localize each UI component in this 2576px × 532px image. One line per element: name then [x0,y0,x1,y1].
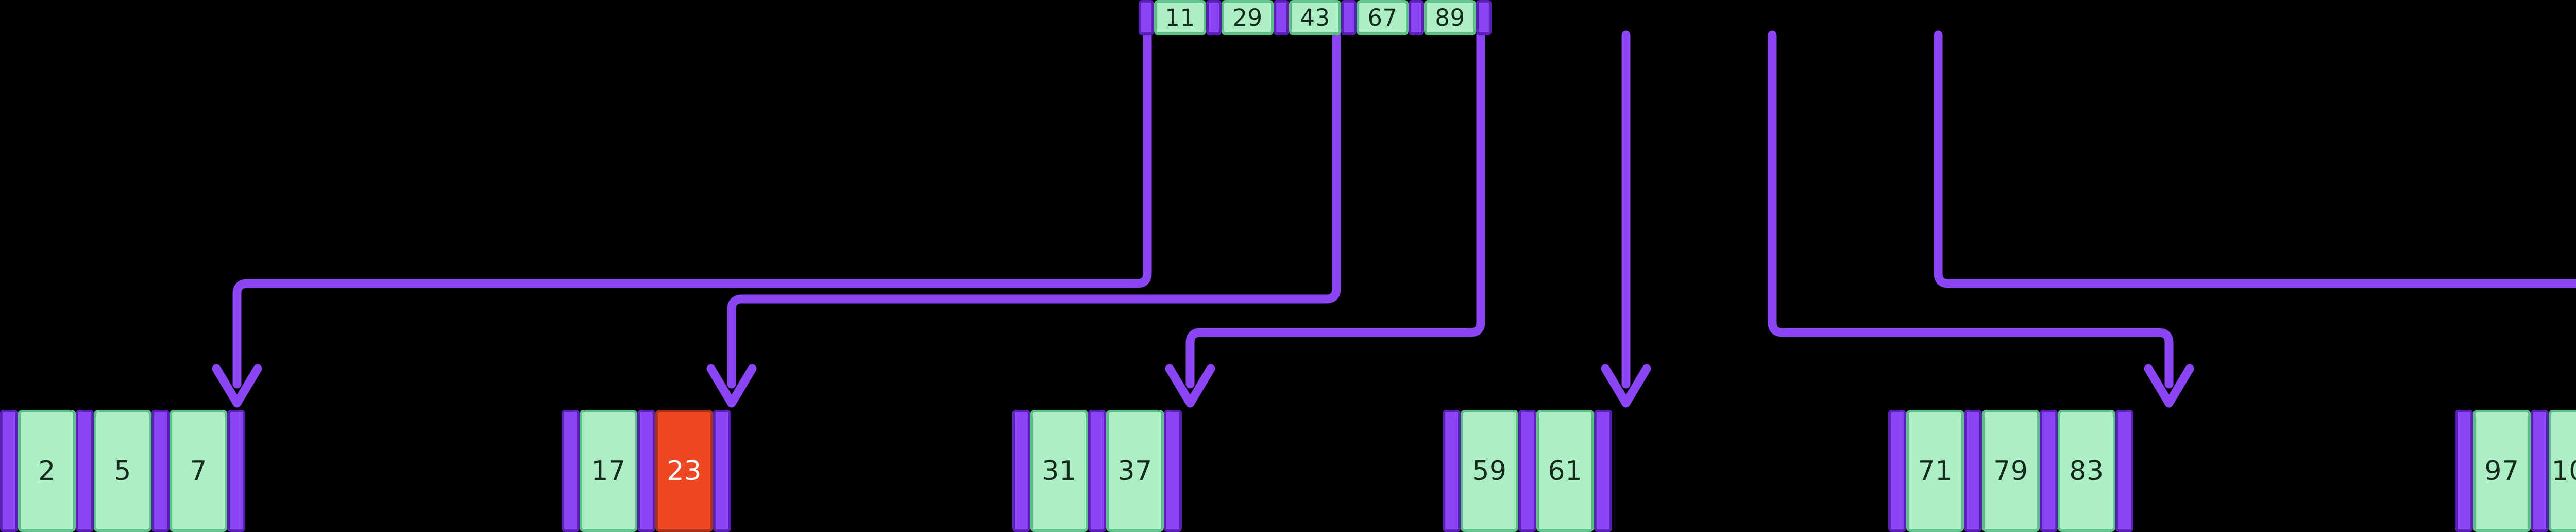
leaf-node-1-pointer-1[interactable] [76,410,94,532]
leaf-node-5-pointer-2[interactable] [2040,410,2058,532]
root-node-pointer-3[interactable] [1341,0,1357,35]
leaf-node-5-key-1[interactable]: 79 [1982,410,2040,532]
root-node-pointer-1[interactable] [1206,0,1222,35]
leaf-node-3-pointer-2[interactable] [1164,410,1182,532]
leaf-node-5-pointer-1[interactable] [1964,410,1982,532]
arrowhead-leaf-2 [706,364,757,408]
leaf-node-4-key-0[interactable]: 59 [1461,410,1518,532]
arrowhead-leaf-1 [212,364,262,408]
leaf-node-1-key-0[interactable]: 2 [18,410,76,532]
edge-root-to-leaf-5 [1768,30,2174,389]
leaf-node-5-pointer-0[interactable] [1888,410,1906,532]
leaf-node-4-pointer-2[interactable] [1594,410,1612,532]
root-node-pointer-5[interactable] [1476,0,1492,35]
leaf-node-2-key-1[interactable]: 23 [655,410,713,532]
leaf-node-6-pointer-1[interactable] [2531,410,2549,532]
leaf-node-5-pointer-3[interactable] [2115,410,2133,532]
leaf-node-1-key-2[interactable]: 7 [170,410,227,532]
leaf-node-1-pointer-3[interactable] [227,410,245,532]
arrowhead-leaf-5 [2144,364,2194,408]
root-node-key-3[interactable]: 67 [1357,0,1409,35]
leaf-node-1-key-1[interactable]: 5 [94,410,151,532]
leaf-node-3-key-0[interactable]: 31 [1030,410,1088,532]
edge-root-to-leaf-1 [232,30,1152,389]
leaf-node-4-pointer-0[interactable] [1443,410,1461,532]
leaf-node-2-pointer-2[interactable] [713,410,731,532]
root-node-pointer-4[interactable] [1409,0,1424,35]
leaf-node-3-pointer-0[interactable] [1012,410,1030,532]
root-node-key-2[interactable]: 43 [1289,0,1341,35]
edge-root-to-leaf-6 [1934,30,2576,288]
root-node-pointer-0[interactable] [1139,0,1154,35]
leaf-node-3-pointer-1[interactable] [1088,410,1106,532]
leaf-node-1-pointer-2[interactable] [151,410,170,532]
leaf-node-3-key-1[interactable]: 37 [1106,410,1164,532]
root-node-key-1[interactable]: 29 [1222,0,1274,35]
leaf-node-6-key-0[interactable]: 97 [2473,410,2531,532]
leaf-node-5-key-2[interactable]: 83 [2058,410,2115,532]
leaf-node-2-pointer-0[interactable] [562,410,580,532]
arrowhead-leaf-4 [1601,364,1651,408]
root-node[interactable]: 11 29 43 67 89 [1139,0,1492,35]
leaf-node-2-pointer-1[interactable] [637,410,655,532]
leaf-node-6-pointer-0[interactable] [2455,410,2473,532]
root-node-key-4[interactable]: 89 [1424,0,1476,35]
leaf-node-5-key-0[interactable]: 71 [1906,410,1964,532]
leaf-node-4-key-1[interactable]: 61 [1536,410,1594,532]
leaf-node-2-key-0[interactable]: 17 [580,410,637,532]
root-node-key-0[interactable]: 11 [1154,0,1206,35]
leaf-node-1-pointer-0[interactable] [0,410,18,532]
arrowhead-leaf-3 [1165,364,1215,408]
edge-root-to-leaf-2 [727,30,1341,389]
root-node-pointer-2[interactable] [1274,0,1289,35]
leaf-node-6[interactable]: 97 107 [2455,410,2576,532]
leaf-node-4-pointer-1[interactable] [1518,410,1536,532]
leaf-node-6-key-1[interactable]: 107 [2549,410,2576,532]
edge-root-to-leaf-3 [1185,30,1485,389]
